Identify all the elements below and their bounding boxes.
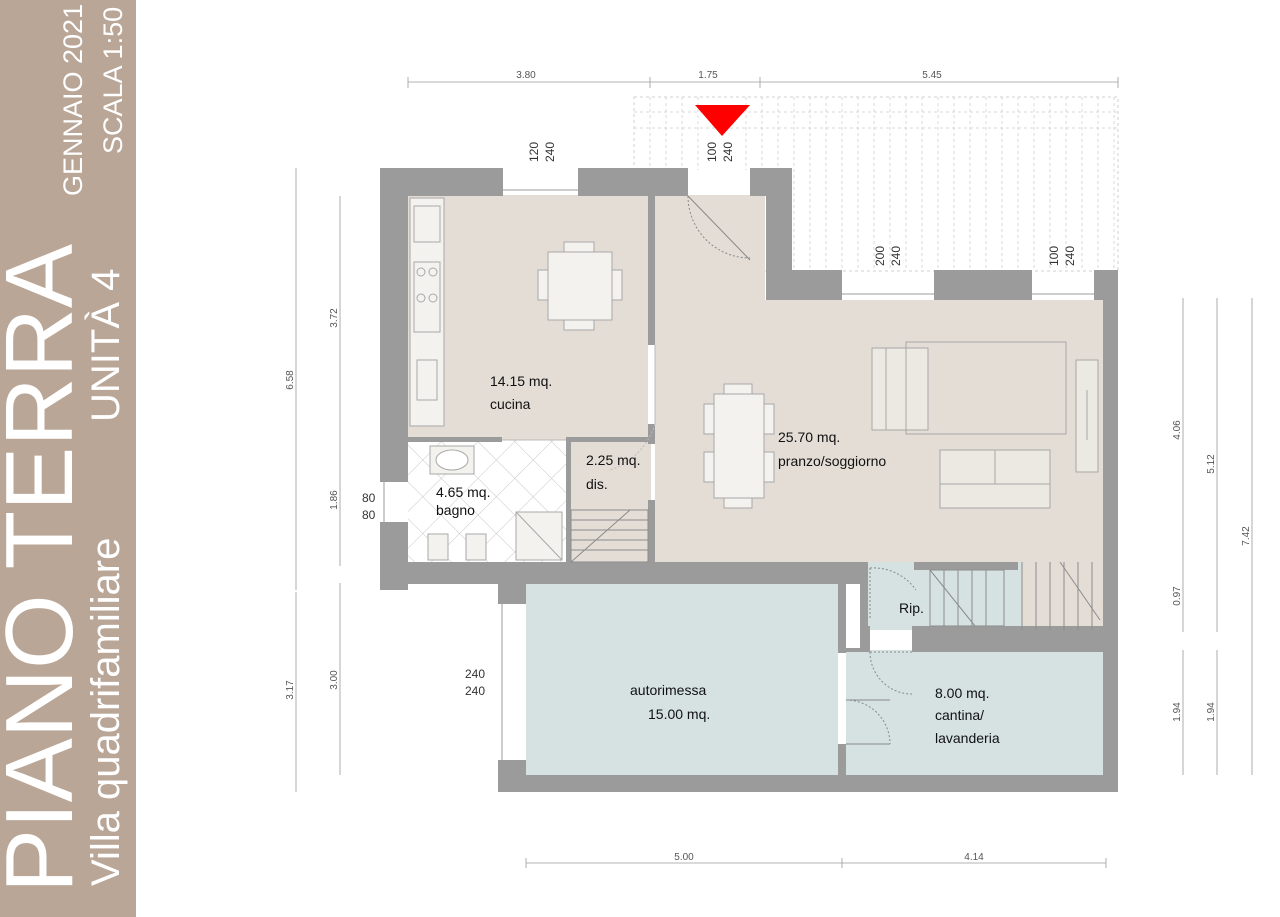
- garage-floor: [526, 583, 838, 775]
- opening-labels: 120 240 100 240 200 240 100 240 80 80 24…: [362, 142, 1077, 698]
- bath-area: 4.65 mq.: [436, 484, 490, 500]
- dim-right-total: 7.42: [1241, 526, 1252, 546]
- stairs: [570, 509, 1101, 630]
- title-sidebar: PIANO TERRA Villa quadrifamiliare UNITÀ …: [0, 0, 136, 917]
- garage-door-width: 240: [465, 667, 485, 681]
- entry-door-height: 240: [721, 142, 735, 162]
- living-sofas: [871, 341, 1099, 509]
- storage-name: Rip.: [899, 600, 924, 616]
- bath-window-width: 80: [362, 491, 376, 505]
- bath-name: bagno: [436, 502, 475, 518]
- dim-right-storage: 0.97: [1172, 586, 1183, 606]
- hall-area: 2.25 mq.: [586, 452, 640, 468]
- kitchen-name: cucina: [490, 396, 531, 412]
- kitchen-table: [537, 241, 623, 331]
- dim-right-mid: 5.12: [1206, 454, 1217, 474]
- living-window-1-height: 240: [889, 246, 903, 266]
- kitchen-counter: [409, 197, 445, 427]
- dim-left-garage: 3.00: [329, 670, 340, 690]
- living-window-1-width: 200: [873, 246, 887, 266]
- door-swings: [502, 195, 917, 745]
- cellar-floor: [846, 650, 1106, 775]
- living-window-2-width: 100: [1047, 246, 1061, 266]
- hall-floor: [571, 440, 651, 562]
- cellar-area: 8.00 mq.: [935, 685, 989, 701]
- entry-door-width: 100: [705, 142, 719, 162]
- storage-floor: [862, 562, 1022, 630]
- living-window-2-height: 240: [1063, 246, 1077, 266]
- cellar-name-1: cantina/: [935, 707, 984, 723]
- room-labels: 14.15 mq. cucina 4.65 mq. bagno 2.25 mq.…: [436, 373, 1000, 746]
- hall-name: dis.: [586, 476, 608, 492]
- dim-left-total-lower: 3.17: [285, 680, 296, 700]
- entry-floor: [655, 195, 765, 305]
- dimension-labels: 3.80 1.75 5.45 5.00 4.14 6.58 3.17 3.72 …: [285, 70, 1252, 863]
- garage-door-height: 240: [465, 684, 485, 698]
- entry-marker: [695, 105, 750, 136]
- kitchen-window-width: 120: [527, 142, 541, 162]
- dim-left-bath: 1.86: [329, 490, 340, 510]
- window-frames: [383, 189, 1094, 760]
- dim-top-1: 3.80: [516, 70, 536, 81]
- walls: [380, 168, 1118, 792]
- bath-fixtures: [427, 445, 563, 561]
- dining-table: [703, 383, 775, 509]
- bath-window-height: 80: [362, 508, 376, 522]
- living-name: pranzo/soggiorno: [778, 453, 886, 469]
- dim-left-kitchen: 3.72: [329, 308, 340, 328]
- dim-bottom-1: 5.00: [674, 852, 694, 863]
- garage-name: autorimessa: [630, 682, 706, 698]
- dim-top-2: 1.75: [698, 70, 718, 81]
- dim-right-cellar-1: 1.94: [1172, 702, 1183, 722]
- kitchen-window-height: 240: [543, 142, 557, 162]
- dim-right-living: 4.06: [1172, 420, 1183, 440]
- dimension-lines: [295, 77, 1253, 868]
- kitchen-area: 14.15 mq.: [490, 373, 552, 389]
- living-area: 25.70 mq.: [778, 429, 840, 445]
- dim-left-total-upper: 6.58: [285, 370, 296, 390]
- cellar-name-2: lavanderia: [935, 730, 1000, 746]
- dim-top-3: 5.45: [922, 70, 942, 81]
- dim-bottom-2: 4.14: [964, 852, 984, 863]
- garage-area: 15.00 mq.: [648, 706, 710, 722]
- dim-right-cellar-2: 1.94: [1206, 702, 1217, 722]
